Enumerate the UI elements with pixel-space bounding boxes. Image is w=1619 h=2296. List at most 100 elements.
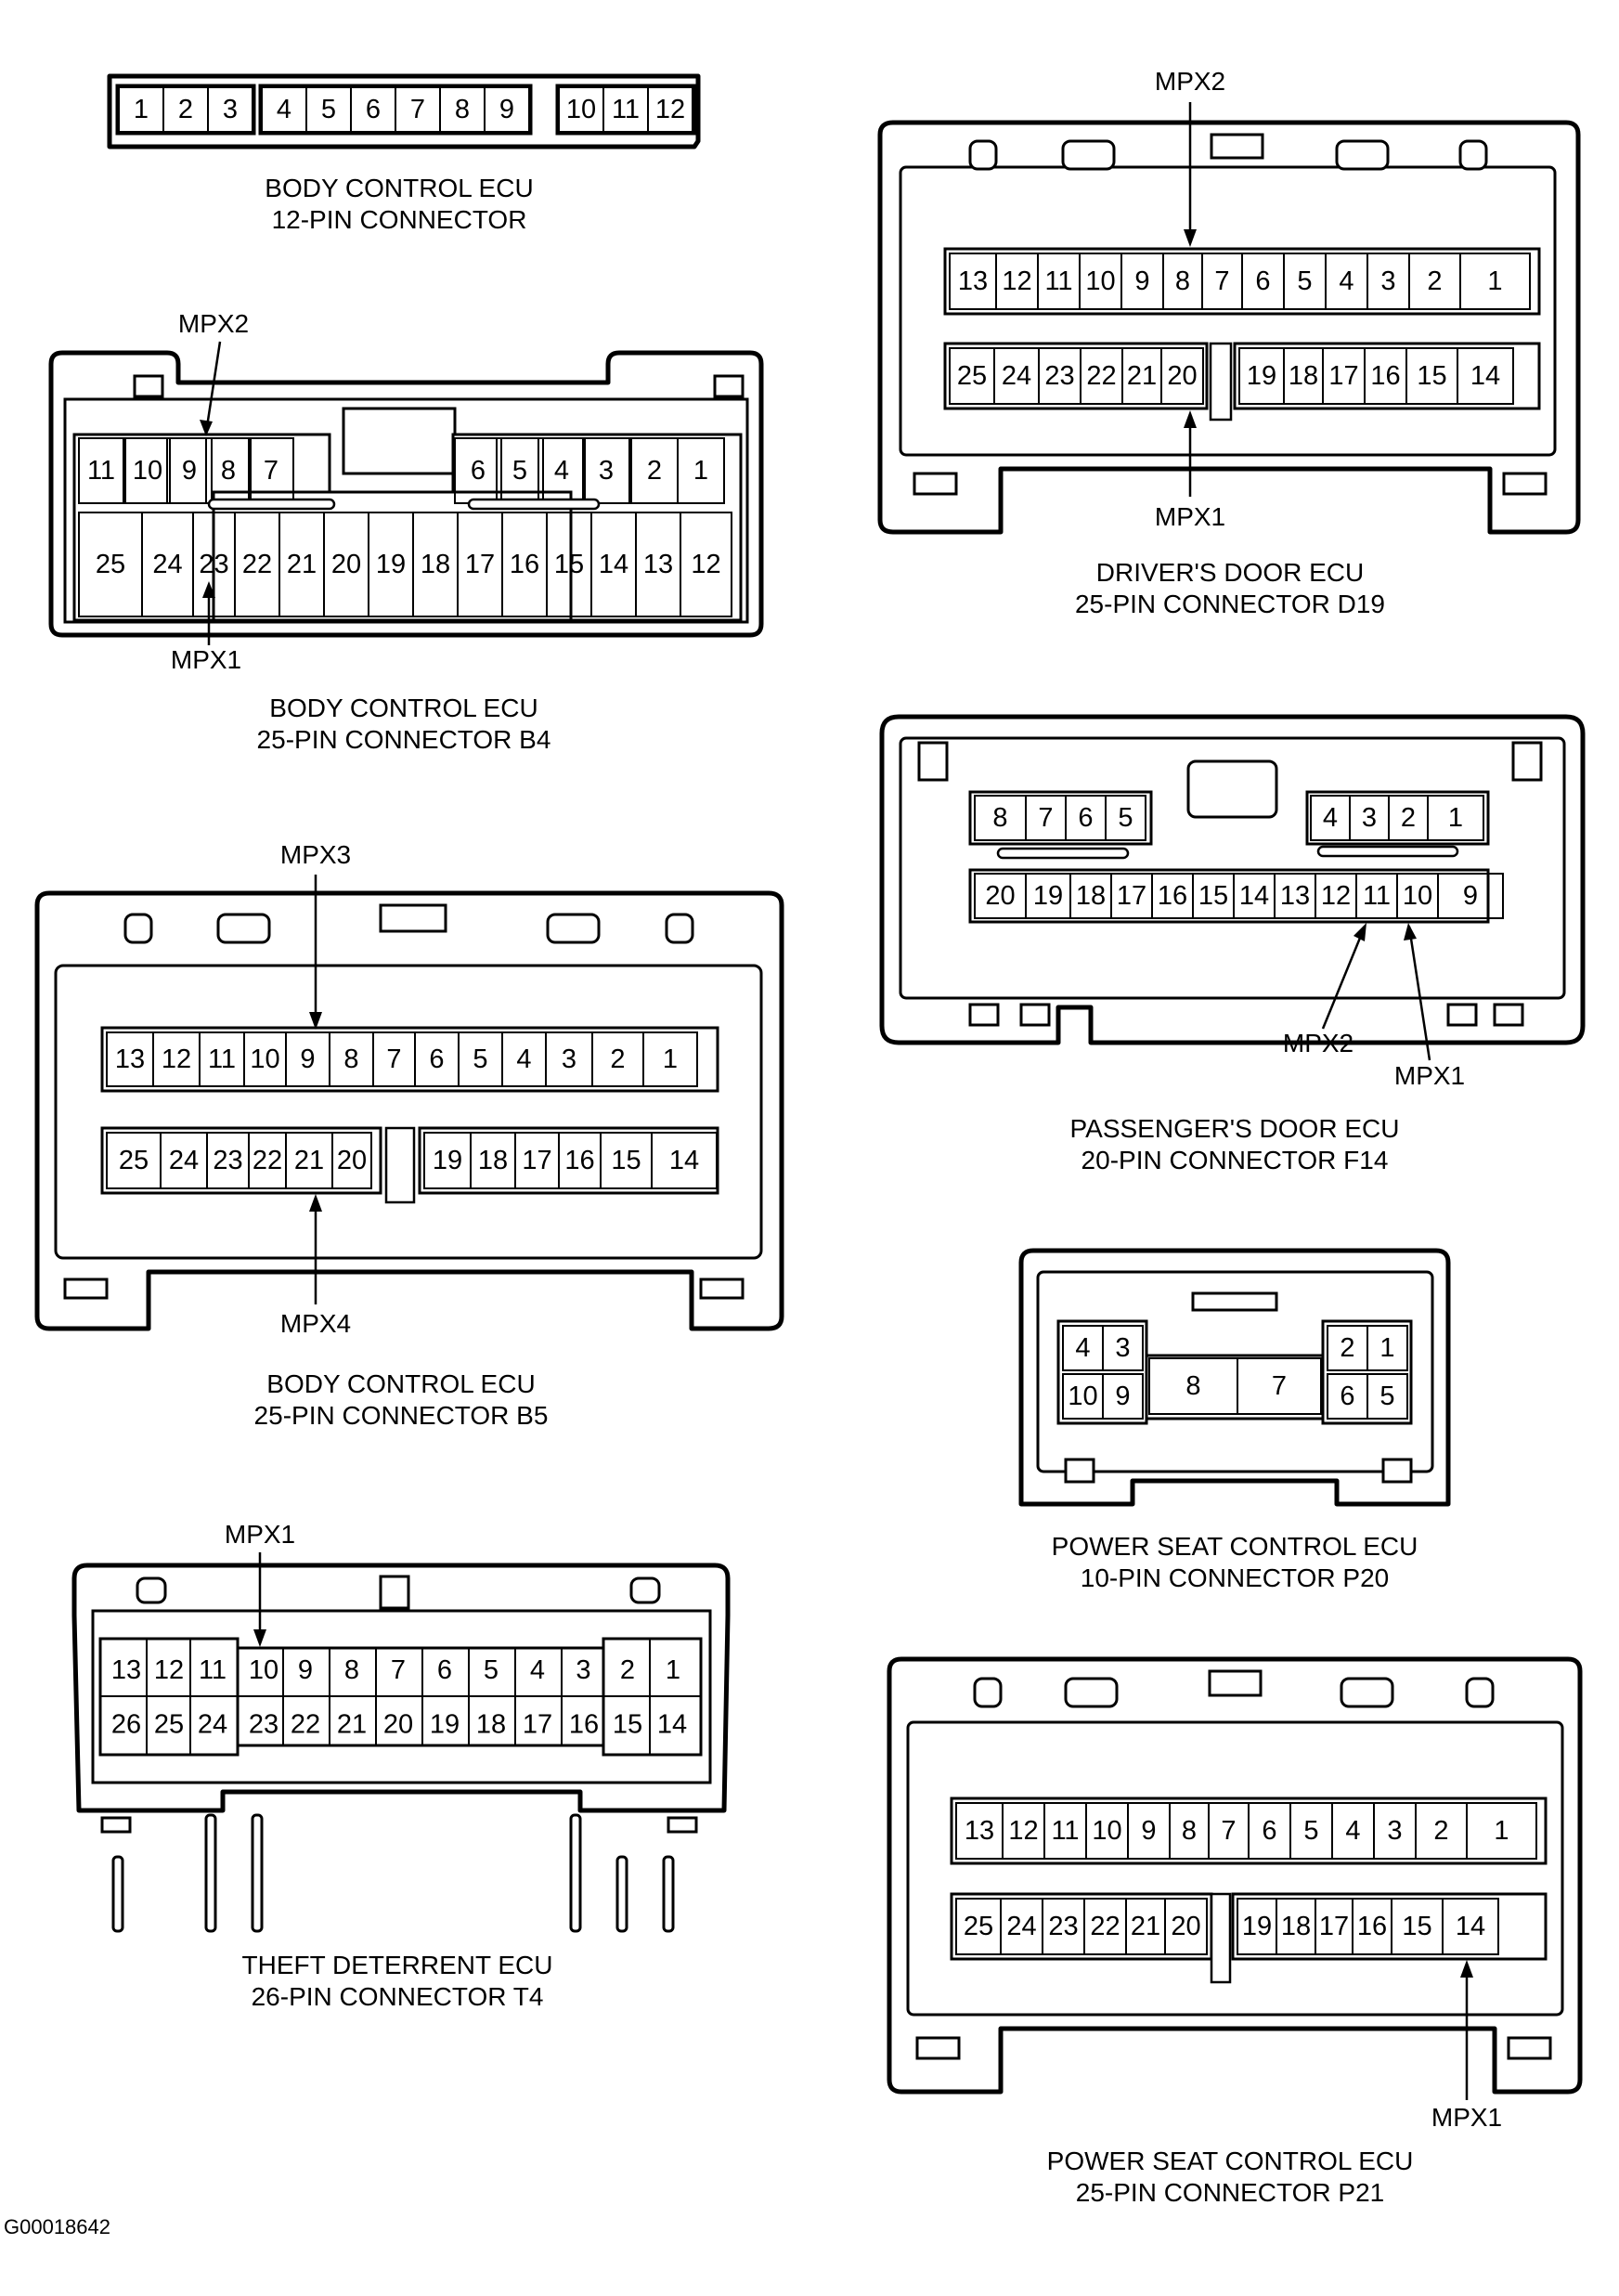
pin-block-bottom-right [1233,342,1541,410]
key-rib [1210,1892,1232,1984]
connector-inner-frame [63,397,749,624]
latch-slot [1465,1677,1495,1708]
pin-cell [1442,1898,1499,1955]
pin-number: 17 [1117,881,1146,911]
pin-number: 12 [1002,266,1031,296]
mpx-label: MPX1 [1431,2103,1502,2132]
arrow-head [253,1629,266,1647]
pin-number: 4 [530,1655,545,1685]
pin-number: 22 [291,1710,320,1740]
pin-number: 8 [221,456,236,486]
pin-number: 25 [96,550,125,579]
pin-number: 6 [1262,1816,1276,1846]
pin-number: 16 [569,1710,599,1740]
pin-number: 19 [1033,881,1063,911]
pin-cell [1427,795,1484,841]
pin-number: 10 [250,1044,279,1074]
pin-number: 6 [1078,803,1093,833]
pin-number: 24 [1006,1912,1036,1941]
pin-cell [680,512,732,617]
pin-cell [1457,347,1514,405]
pin-number: 5 [1379,1381,1394,1411]
latch-slot [713,374,745,398]
pin-block-bottom-left [950,1892,1213,1961]
pin-number: 9 [1115,1381,1130,1411]
pin-number: 2 [1433,1816,1448,1846]
connector-caption-line1: PASSENGER'S DOOR ECU [1070,1114,1400,1143]
pin-block-bottom-right [418,1126,719,1195]
pin-number: 3 [1380,266,1395,296]
pin-cell [1366,1325,1408,1371]
terminal-lead [204,1813,217,1933]
latch-slot [629,1576,661,1604]
mpx-arrow [1321,926,1366,1030]
connector-housing [34,890,784,1331]
lock-tab [379,903,447,933]
connector-caption-line2: 25-PIN CONNECTOR B5 [254,1401,549,1430]
pin-cell [484,86,530,133]
pin-cell [1105,795,1146,841]
pin-number: 3 [1362,803,1377,833]
connector-caption-line2: 25-PIN CONNECTOR B4 [257,725,551,754]
pin-cell [207,86,253,133]
latch-slot [100,1816,132,1834]
connector-caption-line2: 20-PIN CONNECTOR F14 [1081,1146,1389,1174]
arrow-head [1184,229,1197,247]
pin-number: 18 [1076,881,1106,911]
connector-inner-frame [899,736,1566,1000]
pin-number: 10 [1085,266,1115,296]
pin-number: 16 [1357,1912,1387,1941]
pin-number: 1 [1487,266,1502,296]
pin-number: 6 [429,1044,444,1074]
pin-number: 1 [1448,803,1463,833]
latch-slot [63,1278,109,1300]
pin-number: 18 [1281,1912,1311,1941]
key-rib [384,1126,416,1204]
mpx-arrow [1407,926,1431,1061]
connector-inner-frame [1036,1270,1434,1473]
latch-slot [133,374,164,398]
lock-tab [1210,133,1264,160]
pin-number: 23 [213,1146,242,1175]
pin-block-center [1145,1354,1325,1420]
pin-number: 5 [1303,1816,1318,1846]
pin-number: 5 [1118,803,1133,833]
pin-cell [1466,1802,1537,1860]
mpx-label: MPX1 [171,645,241,674]
pin-number: 21 [294,1146,324,1175]
pin-number: 5 [484,1655,499,1685]
pin-number: 10 [1092,1816,1121,1846]
pin-number: 11 [208,1044,236,1074]
latch-slot [917,741,949,782]
pin-number: 23 [199,550,228,579]
lock-tab [1186,759,1278,819]
pin-cell [1459,253,1531,310]
pin-number: 14 [1470,361,1500,391]
pin-number: 6 [1340,1381,1354,1411]
terminal-leads [111,1813,675,1933]
pin-number: 6 [437,1655,452,1685]
latch-slot [1446,1003,1478,1027]
arrow-head [1404,923,1417,940]
pin-number: 12 [1008,1816,1038,1846]
pin-number: 13 [958,266,988,296]
pin-number: 22 [242,550,272,579]
pin-number: 2 [1401,803,1416,833]
pin-number: 14 [657,1710,687,1740]
connector-caption-line1: POWER SEAT CONTROL ECU [1052,1532,1418,1561]
latch-slot [1061,139,1116,171]
pin-number: 24 [152,550,182,579]
pin-number: 20 [985,881,1015,911]
pin-number: 8 [343,1044,358,1074]
pin-number: 9 [499,95,514,124]
pin-block [115,84,256,136]
terminal-lead [251,1813,264,1933]
mpx-label: MPX2 [1283,1029,1353,1057]
pin-number: 17 [523,1710,552,1740]
pin-number: 19 [1242,1912,1272,1941]
